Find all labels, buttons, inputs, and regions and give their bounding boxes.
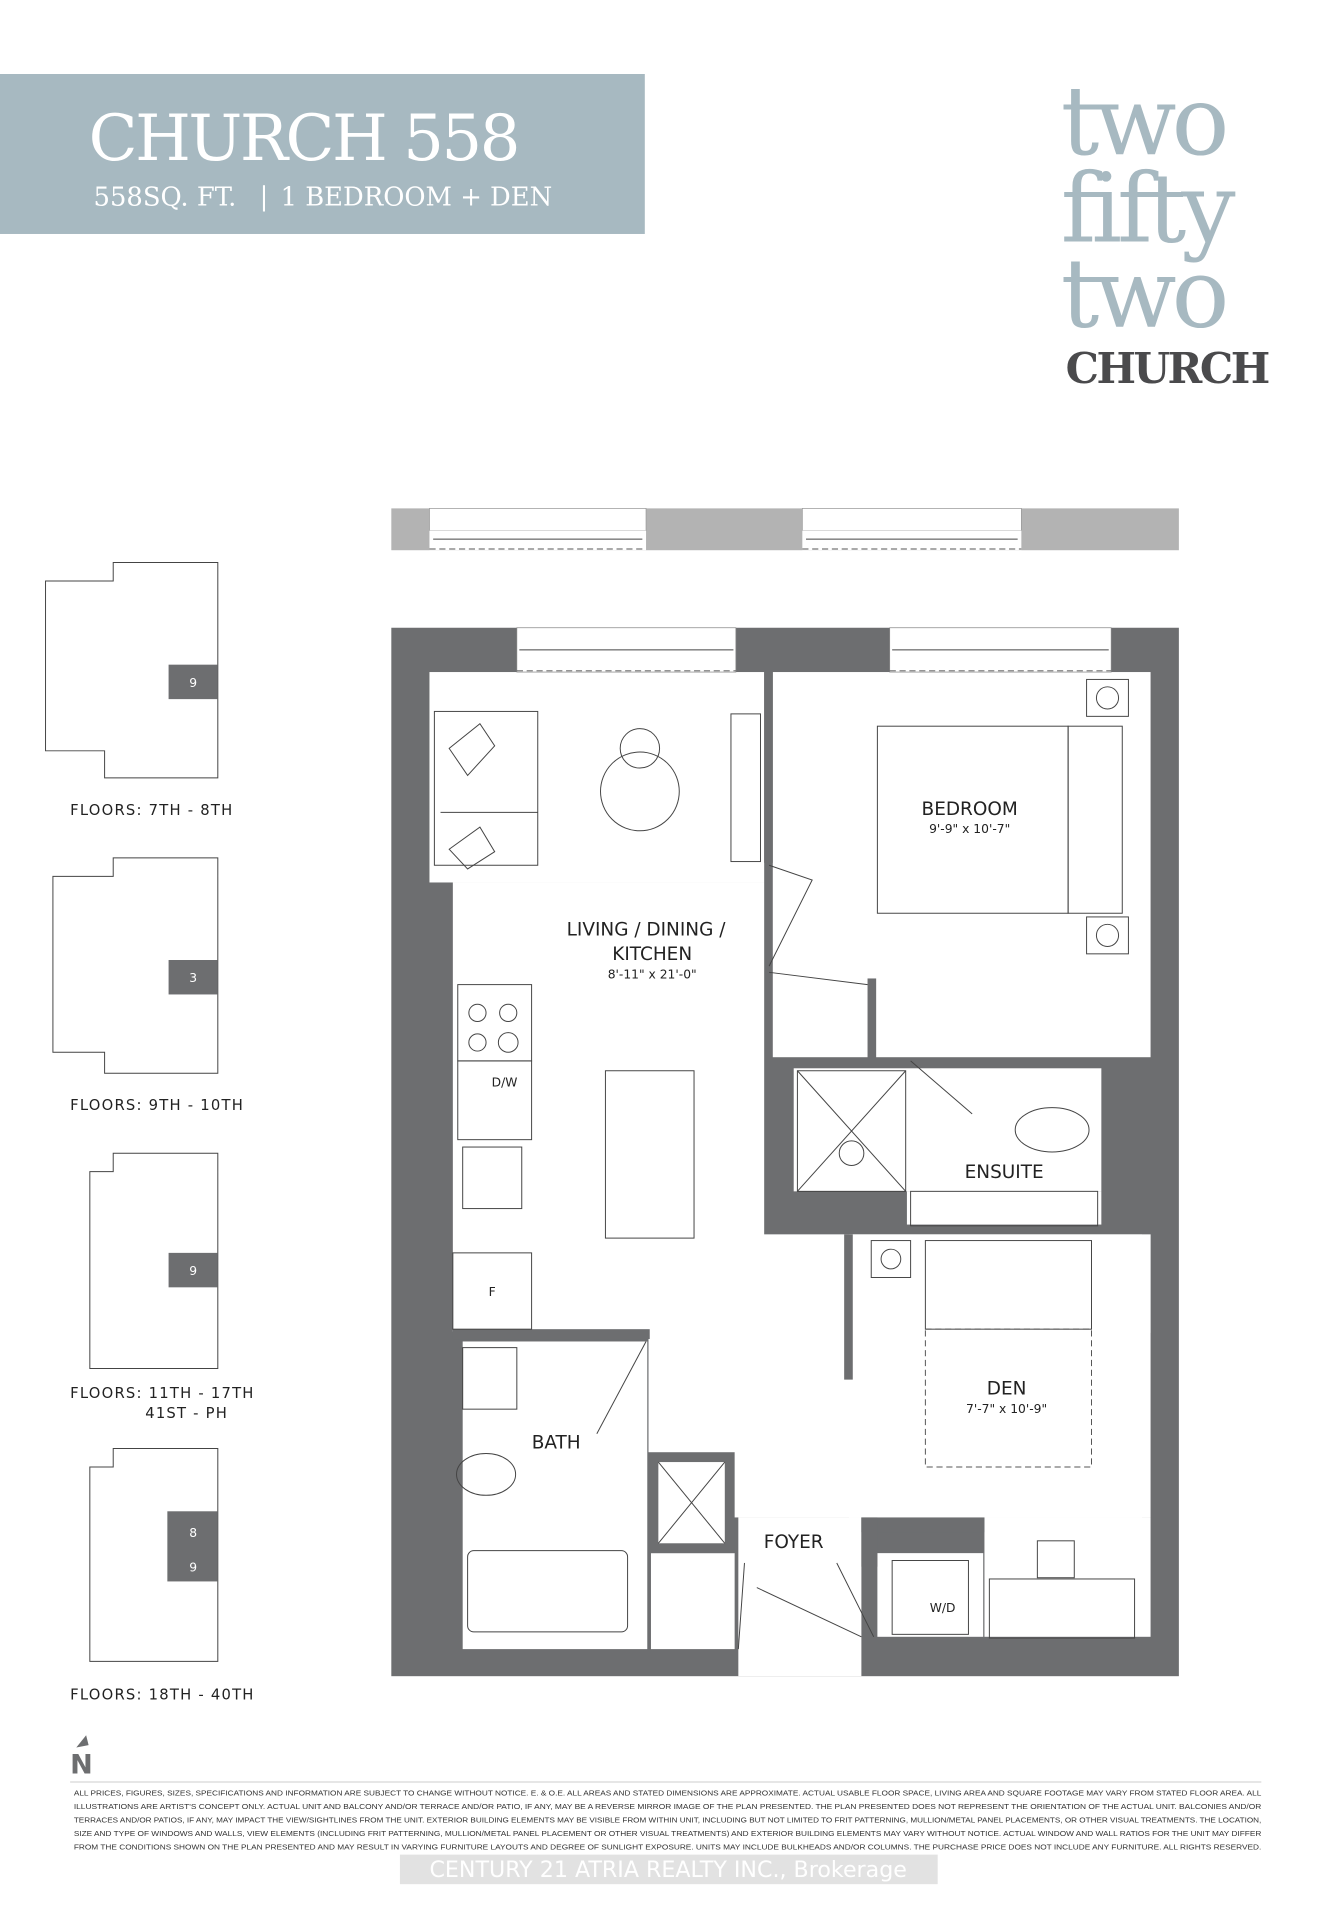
- kitchen-sink: [462, 1146, 523, 1210]
- kitchen-island: [604, 1070, 695, 1239]
- balcony-strip: [391, 508, 1179, 551]
- key-plan-unit-label: 9: [189, 676, 197, 690]
- nightstand: [1086, 916, 1129, 955]
- entry-door[interactable]: [737, 1562, 875, 1650]
- bedroom-label: BEDROOM: [922, 799, 1018, 820]
- bath-door[interactable]: [596, 1341, 647, 1434]
- living-label-2: KITCHEN: [612, 944, 692, 965]
- key-plan-3: 9 FLOORS: 11TH - 17TH 41ST - PH: [70, 1152, 255, 1422]
- north-arrow-icon: N: [70, 1735, 93, 1780]
- key-plan-1: 9 FLOORS: 7TH - 8TH: [45, 562, 233, 819]
- key-plan-unit-label: 8: [189, 1526, 197, 1540]
- logo-line-fifty: fifty: [1061, 152, 1236, 264]
- unit-type: 1 BEDROOM + DEN: [281, 183, 553, 213]
- closet-door[interactable]: [769, 971, 868, 986]
- ensuite-toilet: [1014, 1107, 1090, 1153]
- key-plan-4: 8 9 FLOORS: 18TH - 40TH: [70, 1448, 255, 1704]
- shower: [796, 1070, 907, 1192]
- key-plan-floors: FLOORS: 7TH - 8TH: [70, 802, 233, 819]
- ensuite-label: ENSUITE: [965, 1162, 1044, 1183]
- unit-size: 558SQ. FT.: [94, 183, 237, 213]
- nightstand: [1086, 678, 1129, 717]
- bedroom-door[interactable]: [768, 864, 813, 967]
- header-separator: |: [260, 183, 269, 213]
- header-background: [0, 74, 645, 234]
- washer-dryer-label: W/D: [930, 1601, 956, 1615]
- disclaimer-line: FROM THE CONDITIONS SHOWN ON THE PLAN PR…: [74, 1843, 1261, 1852]
- watermark: CENTURY 21 ATRIA REALTY INC., Brokerage: [399, 1854, 938, 1885]
- desk: [988, 1578, 1136, 1639]
- key-plan-unit-label: 9: [189, 1561, 197, 1575]
- ensuite-vanity: [910, 1190, 1099, 1227]
- ensuite-door[interactable]: [910, 1060, 973, 1115]
- key-plan-floors: FLOORS: 9TH - 10TH: [70, 1097, 244, 1114]
- key-plan-2: 3 FLOORS: 9TH - 10TH: [52, 857, 244, 1114]
- foyer-label: FOYER: [764, 1532, 824, 1553]
- watermark-text: CENTURY 21 ATRIA REALTY INC., Brokerage: [429, 1857, 906, 1883]
- partition-wall: [764, 672, 773, 863]
- key-plan-unit-label: 9: [189, 1264, 197, 1278]
- logo-line-two-2: two: [1061, 237, 1225, 349]
- north-label: N: [70, 1749, 93, 1780]
- logo-line-church: CHURCH: [1066, 344, 1269, 393]
- bath-label: BATH: [532, 1433, 581, 1454]
- den-dimensions: 7'-7" x 10'-9": [966, 1402, 1047, 1416]
- den-label: DEN: [987, 1378, 1027, 1399]
- sofa: [433, 710, 539, 866]
- key-plan-floors: FLOORS: 11TH - 17TH: [70, 1385, 255, 1402]
- key-plans: 9 FLOORS: 7TH - 8TH 3 FLOORS: 9TH - 10TH…: [45, 562, 255, 1704]
- living-label-1: LIVING / DINING /: [567, 919, 727, 940]
- bath-sink: [462, 1347, 518, 1410]
- disclaimer-line: SIZE AND TYPE OF WINDOWS AND WALLS, VIEW…: [74, 1829, 1262, 1838]
- washer-dryer: [891, 1560, 969, 1635]
- building-logo: two fifty two CHURCH: [1061, 65, 1271, 393]
- disclaimer-line: TERRACES AND/OR PATIOS, IF ANY, MAY IMPA…: [74, 1816, 1261, 1825]
- header-band: CHURCH 558 558SQ. FT. | 1 BEDROOM + DEN: [0, 74, 645, 234]
- unit-title: CHURCH 558: [89, 102, 518, 176]
- living-dimensions: 8'-11" x 21'-0": [608, 967, 697, 981]
- bedroom-dimensions: 9'-9" x 10'-7": [929, 822, 1010, 836]
- dishwasher-label: D/W: [492, 1076, 518, 1090]
- key-plan-floors-2: 41ST - PH: [145, 1405, 228, 1422]
- fridge-label: F: [489, 1285, 496, 1299]
- den-area: [924, 1328, 1092, 1468]
- bathtub: [467, 1550, 629, 1633]
- fridge: [452, 1252, 533, 1330]
- disclaimer-line: ILLUSTRATIONS ARE ARTIST'S CONCEPT ONLY.…: [74, 1802, 1262, 1811]
- disclaimer: ALL PRICES, FIGURES, SIZES, SPECIFICATIO…: [74, 1789, 1262, 1852]
- unit-floor-plan: D/W F LIVING / DINING / KITCHEN 8'-11" x…: [391, 627, 1179, 1677]
- disclaimer-line: ALL PRICES, FIGURES, SIZES, SPECIFICATIO…: [74, 1789, 1261, 1798]
- key-plan-unit-label: 3: [189, 971, 197, 985]
- logo-line-two: two: [1061, 65, 1225, 177]
- bath-toilet: [456, 1452, 517, 1496]
- key-plan-floors: FLOORS: 18TH - 40TH: [70, 1687, 255, 1704]
- dining-table-round: [600, 751, 680, 832]
- bath-wall: [452, 1329, 650, 1340]
- tv-console: [730, 713, 761, 863]
